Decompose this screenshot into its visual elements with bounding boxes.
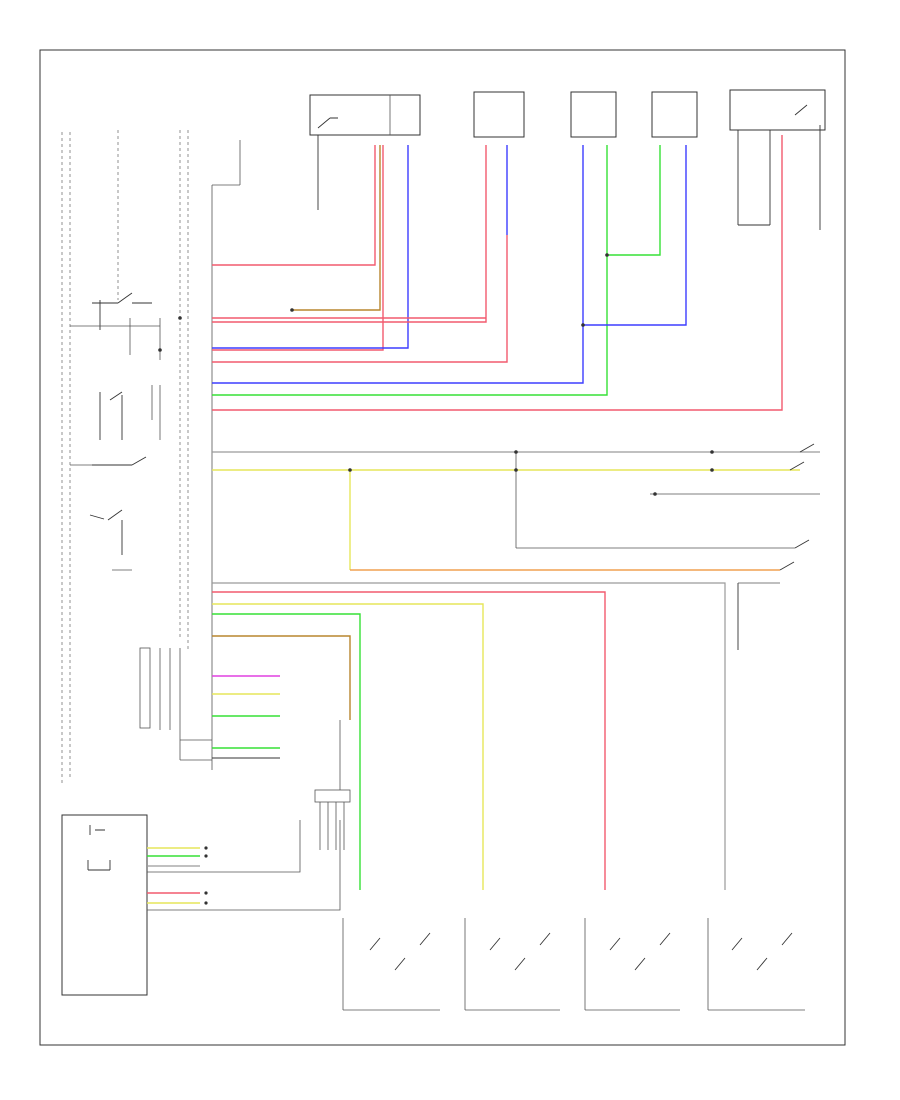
- bottom-switch-3: [584, 918, 680, 1011]
- right-switches: [738, 443, 815, 584]
- top-right-connector-a: [570, 91, 617, 138]
- relay-lower: [70, 456, 147, 466]
- bottom-switch-2: [464, 918, 560, 1011]
- diagram-frame: [39, 49, 846, 1046]
- top-right-connector-b: [651, 91, 698, 138]
- mid-connector-cluster: [314, 720, 351, 850]
- top-right-unit: [729, 89, 826, 131]
- relay-bottom: [89, 509, 132, 571]
- bottom-switch-1: [342, 918, 440, 1011]
- module-wires: [147, 820, 341, 911]
- top-left-switch-connector: [309, 94, 421, 136]
- bottom-switch-4: [707, 918, 805, 1011]
- top-center-connector: [473, 91, 525, 138]
- relay-upper: [70, 292, 161, 360]
- control-module: [61, 814, 148, 996]
- bus-junctions: [158, 253, 714, 496]
- relay-middle: [99, 385, 161, 440]
- left-connector-stack: [139, 647, 212, 761]
